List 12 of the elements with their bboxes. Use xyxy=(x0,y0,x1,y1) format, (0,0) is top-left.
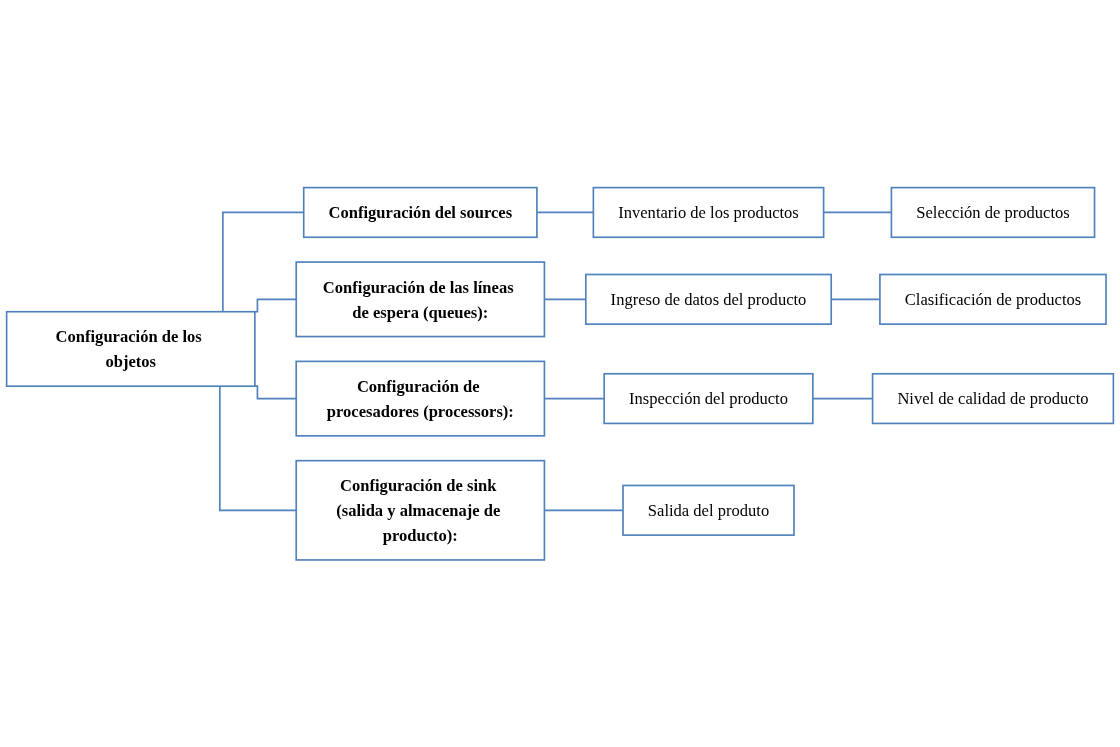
node-box: Inspección del producto xyxy=(603,372,814,424)
node-box: Configuración de procesadores (processors): xyxy=(295,360,546,437)
node-box: Clasificación de productos xyxy=(879,273,1107,325)
node-box: Configuración del sources xyxy=(302,186,538,238)
node-box: Configuración de las líneas de espera (queues): xyxy=(295,260,546,338)
node-box: Selección de productos xyxy=(890,186,1096,238)
node-box: Salida del produto xyxy=(622,484,795,536)
node-box: Nivel de calidad de producto xyxy=(871,372,1115,424)
node-box: Ingreso de datos del producto xyxy=(584,273,833,325)
node-box: Configuración de sink (salida y almacenaje de producto): xyxy=(295,459,546,561)
node-box: Configuración de los objetos xyxy=(5,310,256,387)
node-box: Inventario de los productos xyxy=(592,186,825,238)
